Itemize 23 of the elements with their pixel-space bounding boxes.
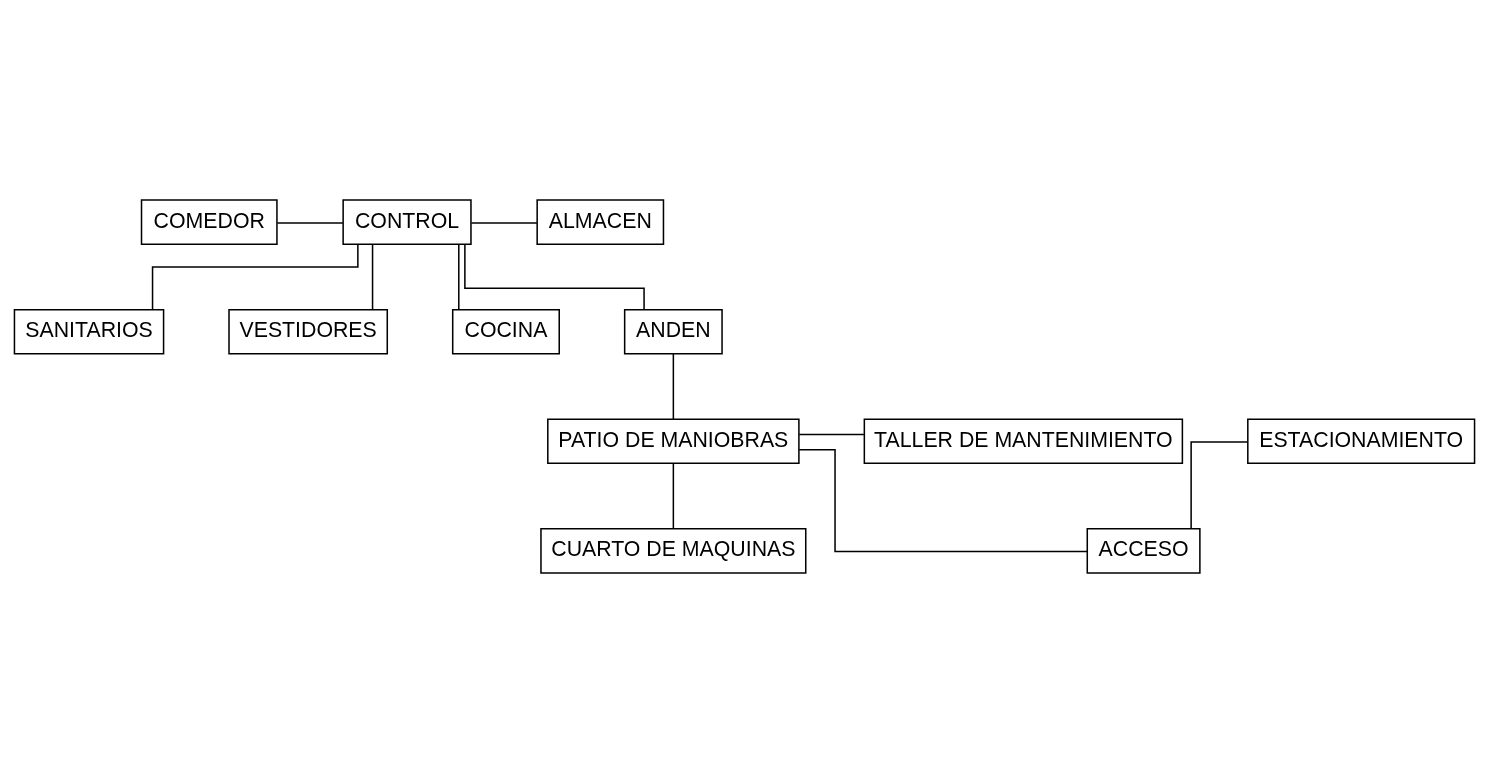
node-box: ALMACEN [536,199,665,245]
node-box: ACCESO [1086,528,1201,574]
connector [371,243,374,311]
node-box: VESTIDORES [228,308,389,355]
node-box: TALLER DE MANTENIMIENTO [863,418,1184,465]
node-box: ESTACIONAMIENTO [1247,418,1476,465]
node-box: COCINA [451,308,560,355]
connector [464,243,645,311]
node-box: COMEDOR [140,199,278,245]
node-box: CONTROL [342,199,472,245]
node-box: CUARTO DE MAQUINAS [540,528,807,574]
connector [1190,441,1249,530]
connector [672,353,675,420]
connector [672,462,675,530]
connector [458,243,460,311]
connector [276,222,344,224]
node-box: ANDEN [623,308,723,355]
connector [470,222,538,224]
connector [798,433,865,436]
connector [798,448,1088,553]
node-box: SANITARIOS [13,308,165,355]
node-box: PATIO DE MANIOBRAS [547,418,800,465]
connector [151,243,359,310]
